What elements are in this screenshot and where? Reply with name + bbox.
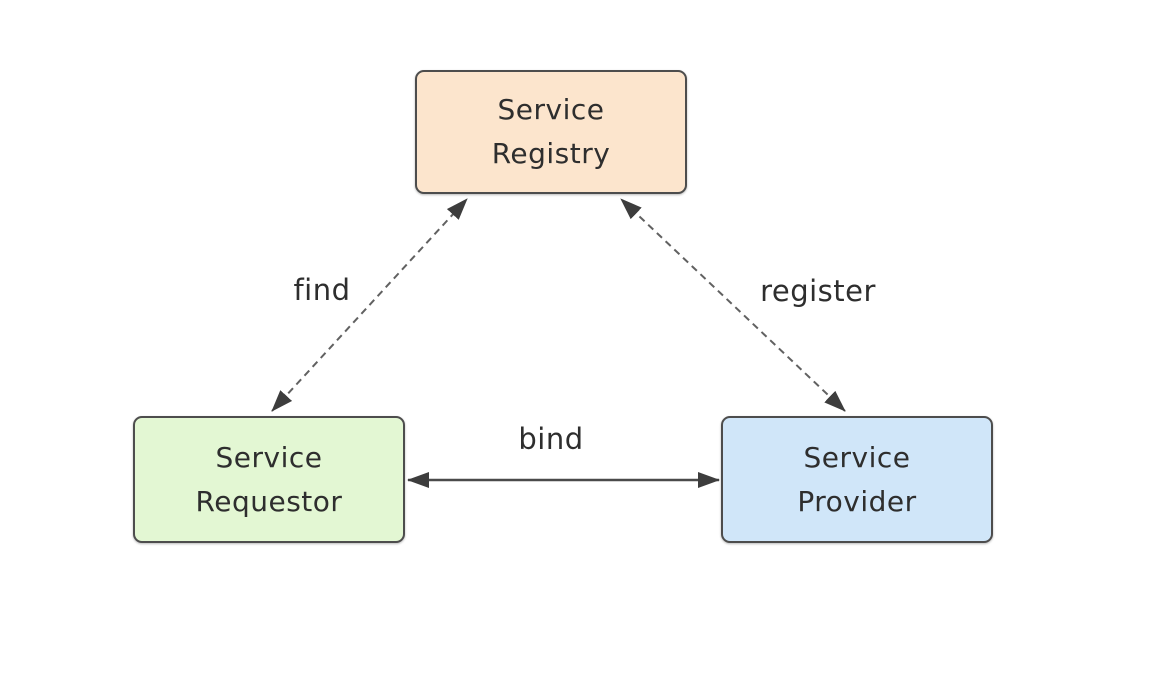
edge-label-bind: bind [518,422,584,456]
node-label-line1: Service [215,440,323,474]
edge-label-register: register [760,274,876,308]
node-label-line1: Service [497,93,605,126]
node-service-provider: Service Provider [721,416,993,543]
edge-label-find: find [293,273,351,307]
node-service-requestor: Service Requestor [133,416,405,543]
node-service-registry: Service Registry [415,70,687,194]
node-label-line1: Service [803,440,911,474]
node-label-line2: Requestor [195,484,343,518]
node-label-line2: Provider [797,484,917,518]
node-label-line2: Registry [491,137,611,170]
